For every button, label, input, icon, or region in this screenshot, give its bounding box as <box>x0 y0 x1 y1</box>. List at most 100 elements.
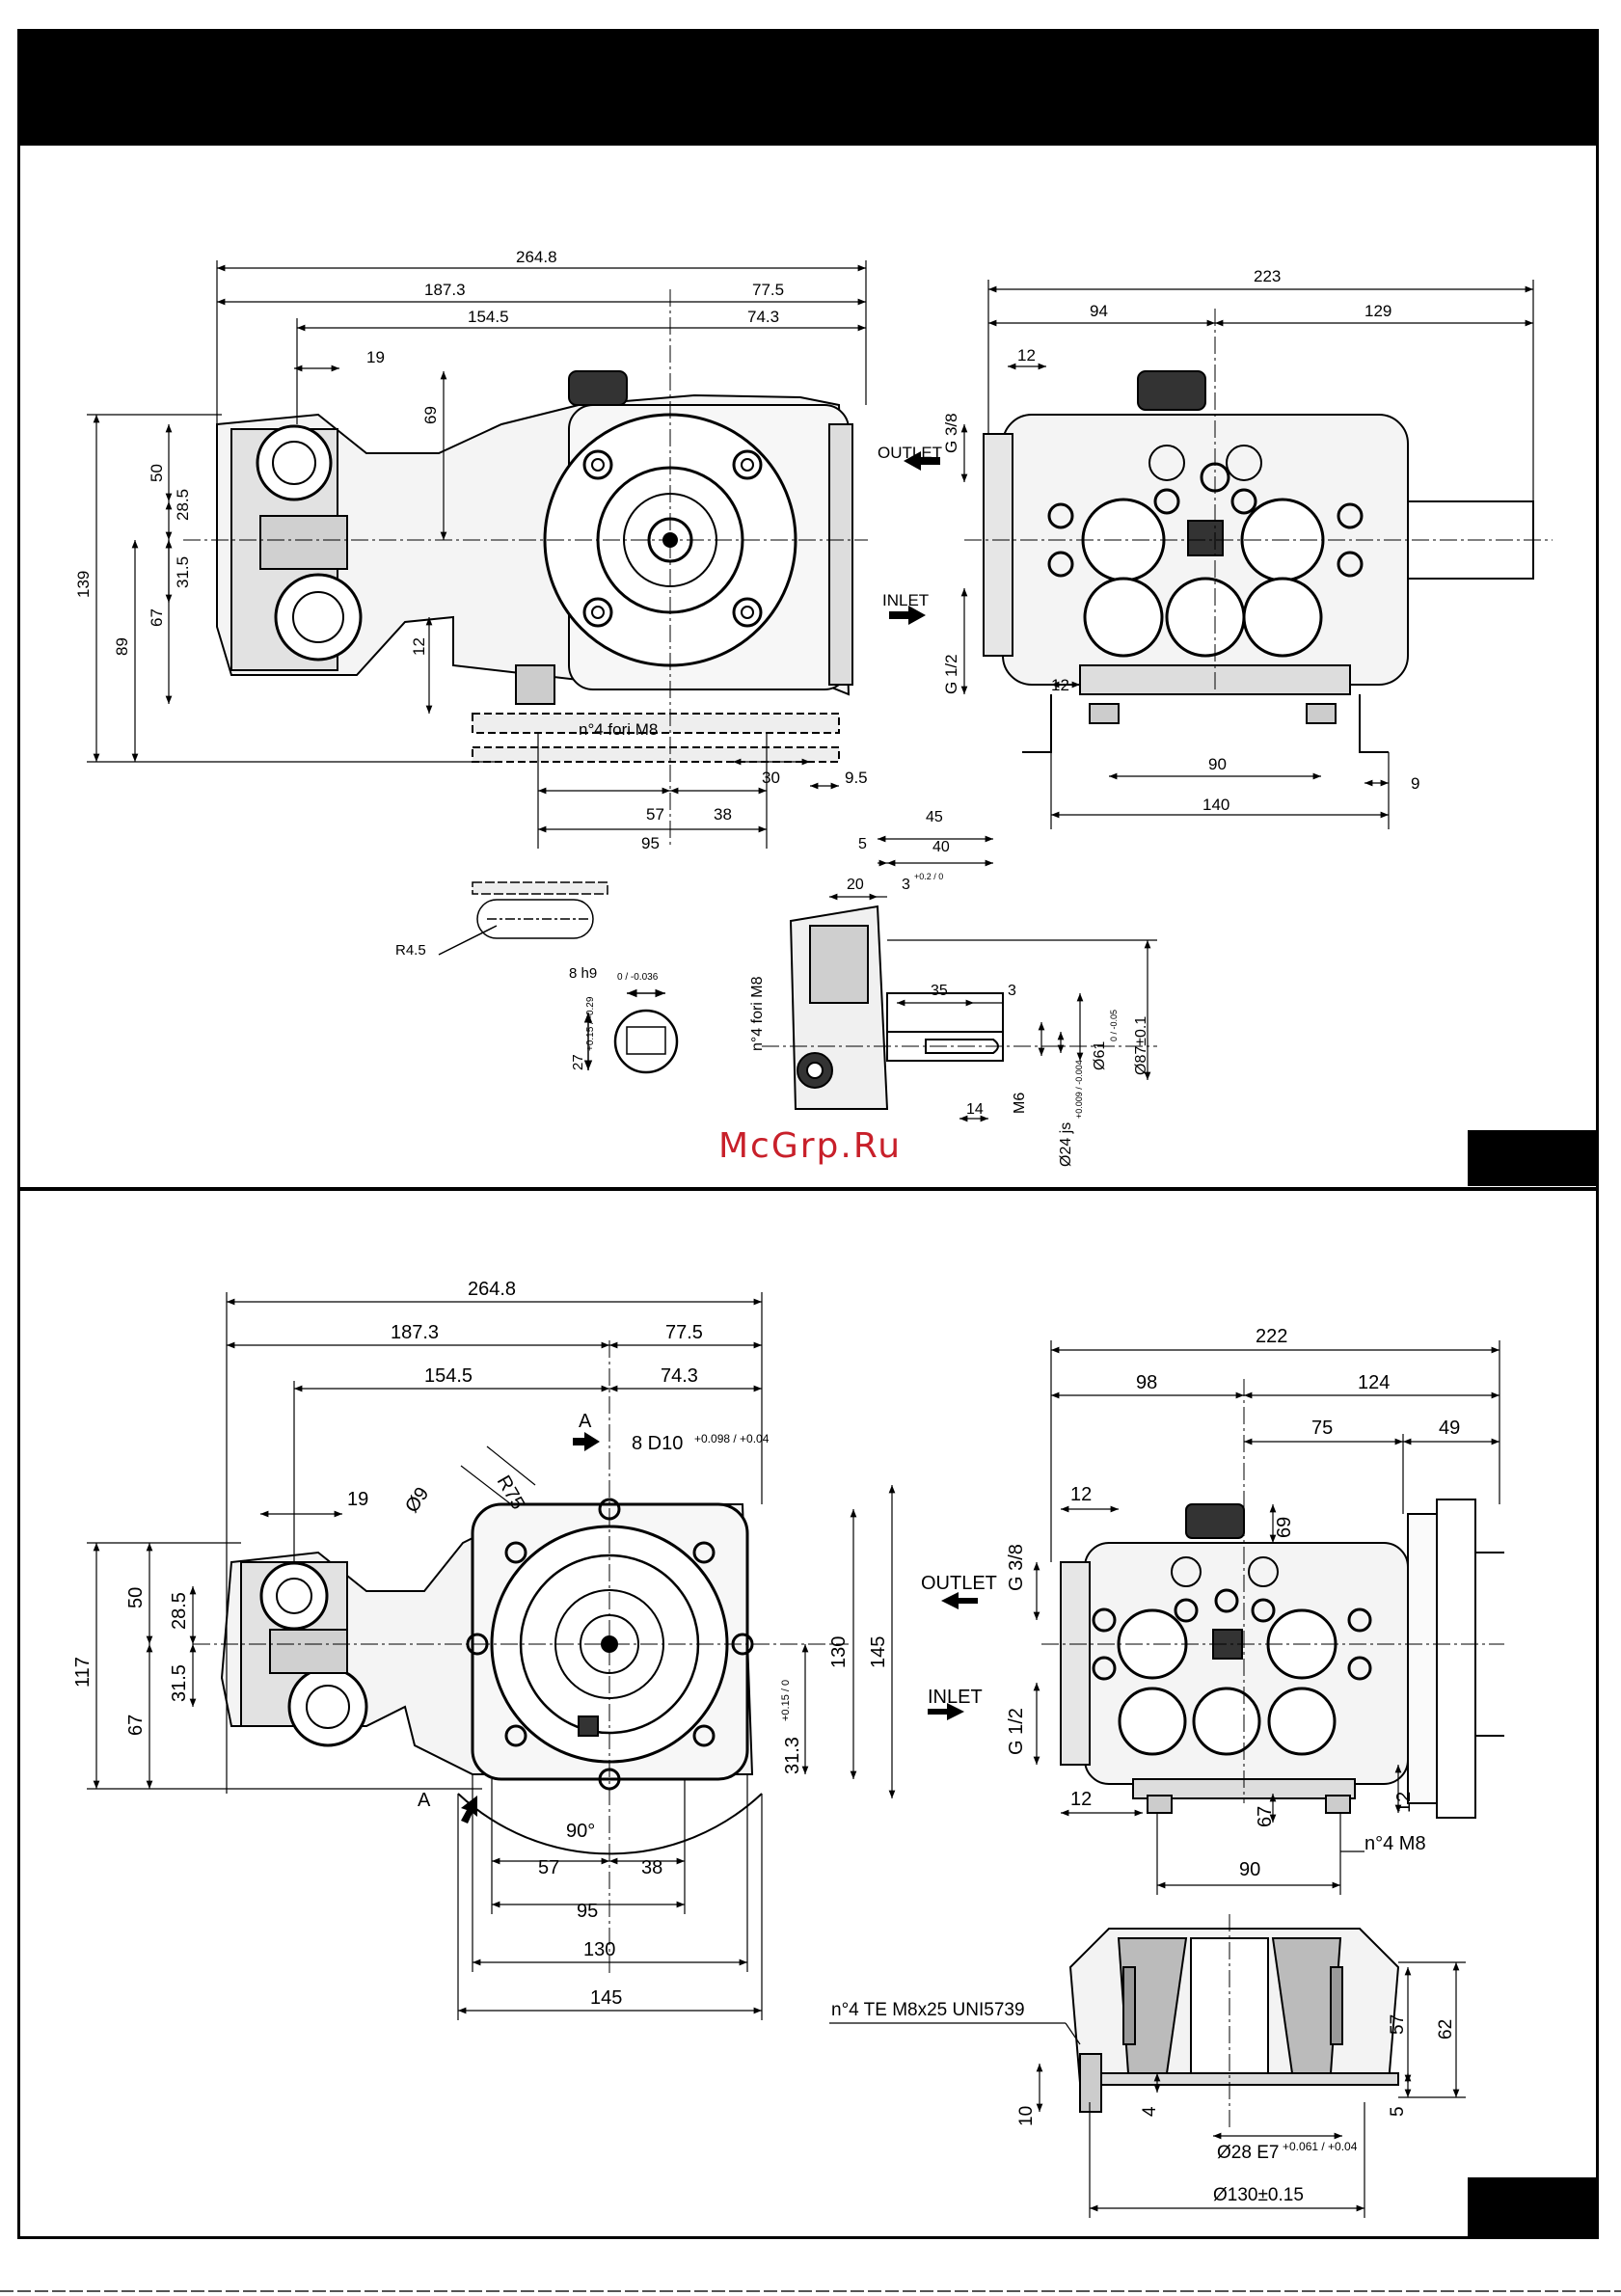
top-front-dim-12b: 12 <box>1051 676 1069 694</box>
section-dim-130: Ø130±0.15 <box>1213 2185 1304 2205</box>
section-dim-5: 5 <box>1388 2106 1408 2117</box>
top-front-dim-94: 94 <box>1090 302 1108 320</box>
bot-front-dim-69: 69 <box>1274 1517 1295 1538</box>
shaft-dim-14: 14 <box>966 1101 984 1118</box>
bot-front-dim-12c: 12 <box>1393 1792 1415 1813</box>
top-side-dim-74: 74.3 <box>747 308 779 326</box>
bot-front-dim-98: 98 <box>1136 1372 1157 1393</box>
shaft-dim-61-tol: 0 / -0.05 <box>1109 1010 1119 1041</box>
bot-side-dim-77: 77.5 <box>665 1322 703 1343</box>
section-dim-10: 10 <box>1016 2106 1037 2126</box>
shaft-dim-3-tol: +0.2 / 0 <box>914 872 943 881</box>
shaft-detail <box>789 905 1004 1110</box>
shaft-dim-87: Ø87±0.1 <box>1133 1016 1149 1075</box>
bot-side-dim-31-3-tol: +0.15 / 0 <box>780 1680 792 1721</box>
bot-side-dim-130: 130 <box>583 1939 615 1960</box>
top-side-dim-95: 95 <box>641 834 660 852</box>
bot-side-dim-145: 145 <box>590 1987 622 2009</box>
top-side-view <box>216 370 853 763</box>
bottom-dashed-line <box>0 2290 1621 2292</box>
top-side-dim-31: 31.5 <box>174 556 192 588</box>
section-screws-label: n°4 TE M8x25 UNI5739 <box>831 2000 1025 2020</box>
key-width: 8 h9 <box>569 965 597 982</box>
bot-side-key-tol: +0.098 / +0.04 <box>694 1432 770 1445</box>
bot-side-key: 8 D10 <box>632 1433 683 1454</box>
shaft-dim-3: 3 <box>902 877 910 893</box>
header-bar <box>17 29 1599 143</box>
section-dim-28-tol: +0.061 / +0.04 <box>1283 2140 1358 2153</box>
watermark: McGrp.Ru <box>718 1126 903 1166</box>
top-side-dim-12: 12 <box>410 637 428 656</box>
bot-side-dim-28: 28.5 <box>169 1592 190 1630</box>
top-front-dim-223: 223 <box>1254 267 1281 285</box>
section-detail <box>1068 1928 1400 2113</box>
shaft-m6: M6 <box>1012 1093 1028 1114</box>
top-side-dim-38: 38 <box>714 805 732 824</box>
bot-front-g38: G 3/8 <box>1006 1544 1027 1591</box>
key-detail <box>438 881 679 1074</box>
section-dim-57: 57 <box>1388 2014 1408 2035</box>
section-dim-28: Ø28 E7 <box>1217 2143 1279 2163</box>
shaft-dim-24-tol: +0.009 / -0.004 <box>1074 1060 1084 1119</box>
top-front-dim-140: 140 <box>1202 796 1229 814</box>
page-tag-bottom <box>1468 2177 1597 2237</box>
top-side-dim-69: 69 <box>421 406 440 424</box>
top-front-g38: G 3/8 <box>942 413 960 453</box>
shaft-dim-61: Ø61 <box>1092 1041 1108 1070</box>
top-front-inlet-label: INLET <box>882 591 929 609</box>
bot-side-dim-74: 74.3 <box>661 1365 698 1387</box>
top-front-dim-9: 9 <box>1411 774 1419 793</box>
bot-front-dim-222: 222 <box>1256 1326 1287 1347</box>
bot-side-dim-38: 38 <box>641 1857 662 1878</box>
bot-side-dim-264: 264.8 <box>468 1279 516 1300</box>
top-side-dim-30: 30 <box>762 769 780 787</box>
shaft-dim-24: Ø24 js <box>1058 1122 1074 1167</box>
bot-side-dim-50: 50 <box>125 1587 147 1608</box>
bottom-front-view <box>1060 1499 1504 1819</box>
shaft-holes-label: n°4 fori M8 <box>749 976 766 1051</box>
key-r45: R4.5 <box>395 942 426 959</box>
top-side-dim-28: 28.5 <box>174 489 192 521</box>
bot-front-holes-label: n°4 M8 <box>1364 1833 1426 1854</box>
shaft-dim-3b: 3 <box>1008 983 1016 999</box>
top-side-dim-57: 57 <box>646 805 664 824</box>
bot-side-dim-19: 19 <box>347 1489 368 1510</box>
top-side-dim-187: 187.3 <box>424 281 466 299</box>
bot-front-dim-124: 124 <box>1358 1372 1390 1393</box>
bot-side-phi9: Ø9 <box>401 1483 433 1516</box>
shaft-dim-45: 45 <box>926 809 943 825</box>
bot-side-dim-154: 154.5 <box>424 1365 473 1387</box>
bot-front-dim-12b: 12 <box>1070 1789 1092 1810</box>
top-side-dim-264: 264.8 <box>516 248 557 266</box>
shaft-dim-20: 20 <box>847 877 864 893</box>
top-front-dim-90: 90 <box>1208 755 1227 773</box>
top-side-dim-154: 154.5 <box>468 308 509 326</box>
bot-side-dim-95: 95 <box>577 1901 598 1922</box>
bot-front-dim-90: 90 <box>1239 1859 1260 1880</box>
top-front-dim-12: 12 <box>1017 346 1036 365</box>
top-side-dim-50: 50 <box>148 464 166 482</box>
bot-front-outlet-label: OUTLET <box>921 1573 997 1594</box>
bot-side-dim-145v: 145 <box>868 1636 889 1668</box>
shaft-dim-40: 40 <box>932 839 950 855</box>
bot-front-g12: G 1/2 <box>1006 1708 1027 1755</box>
bot-front-dim-12: 12 <box>1070 1484 1092 1505</box>
bot-front-dim-49: 49 <box>1439 1418 1460 1439</box>
bot-side-dim-31: 31.5 <box>169 1664 190 1702</box>
top-front-dim-129: 129 <box>1364 302 1391 320</box>
shaft-dim-5: 5 <box>858 836 867 852</box>
key-width-tol: 0 / -0.036 <box>617 972 659 983</box>
bot-side-a-bot: A <box>418 1790 431 1811</box>
bot-front-dim-75: 75 <box>1311 1418 1333 1439</box>
shaft-dim-35: 35 <box>931 983 948 999</box>
bot-side-a-top: A <box>579 1411 592 1432</box>
bot-front-inlet-label: INLET <box>928 1687 983 1708</box>
key-height-tol: +0.15 / -0.29 <box>585 996 596 1051</box>
bot-side-dim-187: 187.3 <box>391 1322 439 1343</box>
bot-side-dim-31-3: 31.3 <box>782 1737 803 1774</box>
bot-side-angle: 90° <box>566 1821 595 1842</box>
bot-side-dim-67: 67 <box>125 1715 147 1736</box>
top-side-dim-89: 89 <box>113 637 131 656</box>
top-front-outlet-label: OUTLET <box>878 444 942 462</box>
